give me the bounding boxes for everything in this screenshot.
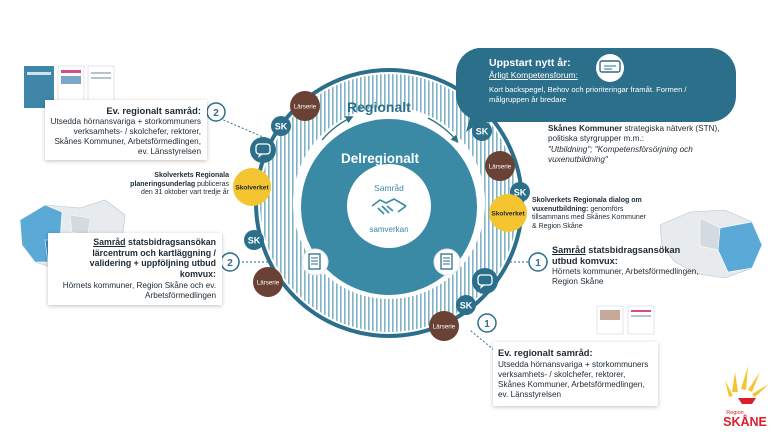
right-samrad-title-rest: statsbidragsansökan utbud komvux:	[552, 245, 681, 266]
core-circle	[347, 164, 431, 248]
arc-arrow-right	[427, 117, 459, 143]
svg-text:1: 1	[484, 319, 490, 330]
report-thumbnail-bottom-right	[596, 305, 655, 335]
left-bottom-box-title: Samråd statsbidragsansökan lärcentrum oc…	[52, 237, 216, 279]
right-stn-text: Skånes Kommuner strategiska nätverk (STN…	[548, 124, 743, 174]
left-bottom-box-body: Hörnets kommuner, Region Skåne och ev. A…	[62, 281, 216, 300]
chat-icon-right	[472, 268, 498, 294]
document-icon-left	[301, 248, 329, 276]
number-badge-1-bottom: 1	[477, 313, 497, 333]
connector-bottom-right	[469, 329, 501, 356]
delregionalt-label: Delregionalt	[341, 151, 420, 166]
handshake-icon	[371, 198, 407, 215]
left-top-box-title: Ev. regionalt samråd:	[106, 105, 201, 116]
presentation-chat-icon	[596, 54, 624, 82]
sk-badge-bottom-right: SK	[456, 295, 476, 315]
arc-arrow-left	[321, 116, 354, 141]
samrad-label: Samråd	[374, 183, 404, 193]
svg-text:SK: SK	[476, 127, 489, 137]
svg-text:Lärserie: Lärserie	[294, 104, 317, 111]
right-dialog-text: Skolverkets Regionala dialog om vuxenutb…	[532, 197, 650, 231]
svg-text:Skolverket: Skolverket	[491, 211, 525, 218]
left-skolverket-text: Skolverkets Regionala planeringsunderlag…	[125, 172, 229, 198]
svg-text:SK: SK	[248, 236, 261, 246]
skane-map-right	[659, 209, 763, 279]
number-badge-1-right: 1	[528, 252, 548, 272]
left-skolverket-title: Skolverkets Regionala planeringsunderlag	[130, 172, 229, 188]
regionalt-label: Regionalt	[347, 99, 411, 115]
skolverket-badge-left: Skolverket	[233, 168, 271, 206]
svg-text:Lärserie: Lärserie	[257, 280, 280, 287]
svg-text:1: 1	[535, 258, 541, 269]
region-skane-logo: Region SKÅNE	[723, 366, 769, 429]
svg-text:Region: Region	[726, 410, 743, 416]
left-top-box: Ev. regionalt samråd: Utsedda hörnansvar…	[45, 100, 207, 160]
chat-icon-left	[250, 137, 276, 163]
number-badge-2-left: 2	[220, 252, 240, 272]
svg-text:2: 2	[227, 258, 233, 269]
svg-text:Skolverket: Skolverket	[235, 185, 269, 192]
right-dialog-body: genomförs tillsammans med Skånes Kommune…	[532, 205, 646, 230]
svg-text:SK: SK	[460, 301, 473, 311]
kompetensforum-body: Kort backspegel, Behov och prioriteringa…	[489, 85, 687, 104]
right-bottom-box-title: Ev. regionalt samråd:	[498, 347, 593, 358]
sk-badge-left: SK	[244, 230, 264, 250]
right-samrad-text: Samråd statsbidragsansökan utbud komvux:…	[552, 245, 702, 287]
right-samrad-title: Samråd statsbidragsansökan utbud komvux:	[552, 245, 702, 267]
samverkan-label: samverkan	[369, 225, 409, 234]
right-stn-quote: "Utbildning"; "Kompetensförsörjning och …	[548, 145, 693, 164]
svg-text:Lärserie: Lärserie	[489, 164, 512, 171]
left-skolverket-body: publiceras den 31 oktober vart tredje år	[141, 180, 229, 197]
number-badge-2-top: 2	[206, 102, 226, 122]
left-top-box-body: Utsedda hörnansvariga + storkommuners ve…	[50, 117, 201, 156]
svg-text:SKÅNE: SKÅNE	[723, 414, 767, 429]
uppstart-title: Uppstart nytt år:	[489, 57, 571, 69]
right-stn-title-bold: Skånes Kommuner	[548, 124, 623, 133]
svg-text:Lärserie: Lärserie	[433, 324, 456, 331]
right-bottom-box: Ev. regionalt samråd: Utsedda hörnansvar…	[493, 342, 658, 406]
left-bottom-title-rest: statsbidragsansökan lärcentrum och kartl…	[89, 237, 216, 279]
document-icon-right	[433, 248, 461, 276]
left-bottom-box: Samråd statsbidragsansökan lärcentrum oc…	[48, 233, 222, 305]
svg-text:SK: SK	[275, 122, 288, 132]
top-right-bubble	[455, 48, 736, 132]
larserie-badge-top: Lärserie	[290, 91, 320, 121]
larserie-badge-right: Lärserie	[485, 151, 515, 181]
right-stn-title-rest: strategiska nätverk (STN), politiska sty…	[548, 124, 720, 143]
kompetensforum-subtitle: Årligt Kompetensforum:	[489, 70, 578, 80]
sk-badge-top-left: SK	[271, 116, 291, 136]
sk-badge-top-right: SK	[472, 121, 492, 141]
right-samrad-body: Hörnets kommuner, Arbetsförmedlingen, Re…	[552, 267, 699, 286]
left-bottom-samrad-word: Samråd	[93, 237, 126, 247]
larserie-badge-bottom: Lärserie	[429, 311, 459, 341]
right-stn-title: Skånes Kommuner strategiska nätverk (STN…	[548, 124, 743, 144]
svg-text:2: 2	[213, 108, 219, 119]
right-dialog-title: Skolverkets Regionala dialog om vuxenutb…	[532, 197, 642, 213]
right-bottom-box-body: Utsedda hörnansvariga + storkommuners ve…	[498, 360, 649, 399]
skolverket-badge-right: Skolverket	[489, 194, 527, 232]
right-samrad-word: Samråd	[552, 245, 586, 255]
svg-text:SK: SK	[514, 188, 527, 198]
larserie-badge-left: Lärserie	[253, 267, 283, 297]
